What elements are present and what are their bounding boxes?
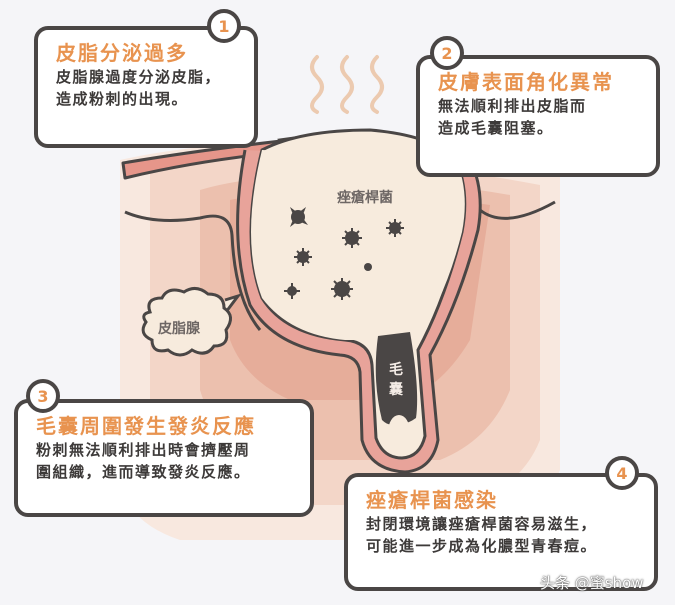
steam-wavy-lines-icon: [310, 55, 384, 114]
box-4-number-badge: 4: [605, 456, 639, 490]
box-3-title: 毛囊周圍發生發炎反應: [36, 414, 256, 438]
info-box-1: 皮脂分泌過多 皮脂腺過度分泌皮脂， 造成粉刺的出現。: [34, 26, 258, 148]
info-box-3: 毛囊周圍發生發炎反應 粉刺無法順利排出時會擠壓周 圍組織，進而導致發炎反應。: [14, 399, 314, 517]
sebaceous-gland-label: 皮脂腺: [158, 321, 200, 337]
watermark: 头条 @蜜show: [540, 574, 644, 592]
box-4-title: 痤瘡桿菌感染: [366, 488, 498, 512]
info-box-4: 痤瘡桿菌感染 封閉環境讓痤瘡桿菌容易滋生， 可能進一步成為化膿型青春痘。: [344, 473, 658, 591]
box-2-number-badge: 2: [430, 36, 464, 70]
bacteria-spikes: [284, 219, 404, 300]
box-2-line-2: 造成毛囊阻塞。: [438, 119, 554, 137]
box-2-line-1: 無法順利排出皮脂而: [438, 97, 587, 115]
box-4-line-1: 封閉環境讓痤瘡桿菌容易滋生，: [366, 515, 598, 533]
info-box-2: 皮膚表面角化異常 無法順利排出皮脂而 造成毛囊阻塞。: [416, 55, 660, 177]
follicle-label-char-2: 囊: [389, 382, 403, 398]
box-4-line-2: 可能進一步成為化膿型青春痘。: [366, 537, 598, 555]
sebaceous-gland-cloud: [141, 287, 232, 357]
box-3-line-1: 粉刺無法順利排出時會擠壓周: [36, 441, 251, 459]
bacteria-label: 痤瘡桿菌: [337, 190, 393, 206]
follicle-label-char-1: 毛: [389, 362, 403, 378]
box-1-line-2: 造成粉刺的出現。: [56, 90, 189, 108]
box-1-line-1: 皮脂腺過度分泌皮脂，: [56, 68, 222, 86]
box-1-number-badge: 1: [207, 9, 241, 43]
box-3-line-2: 圍組織，進而導致發炎反應。: [36, 463, 251, 481]
box-2-title: 皮膚表面角化異常: [438, 70, 614, 94]
box-3-number-badge: 3: [26, 379, 60, 413]
hair-follicle-shape: [375, 332, 418, 425]
hair-follicle-label: 毛 囊: [387, 360, 405, 400]
box-1-title: 皮脂分泌過多: [56, 41, 188, 65]
